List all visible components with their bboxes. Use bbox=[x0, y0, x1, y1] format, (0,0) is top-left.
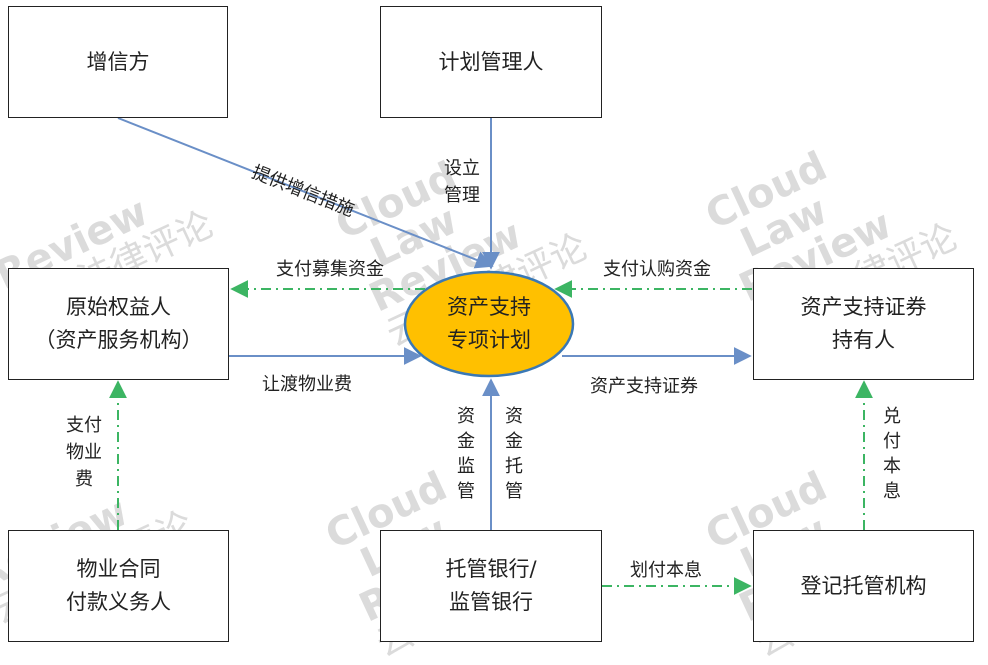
label-fund-custody: 资金托管 bbox=[505, 406, 523, 502]
label-pay-raised-funds: 支付募集资金 bbox=[276, 259, 384, 280]
node-holder: 资产支持证券 持有人 bbox=[753, 268, 974, 380]
spv-ellipse bbox=[403, 270, 575, 378]
label-redeem-principal-interest: 兑付本息 bbox=[883, 406, 901, 502]
label-fund-supervision: 资金监管 bbox=[457, 406, 475, 502]
label-transfer-fee: 让渡物业费 bbox=[262, 374, 352, 395]
node-guarantor: 增信方 bbox=[8, 6, 228, 118]
label-establish-manage: 设立 管理 bbox=[444, 158, 480, 206]
node-registrar: 登记托管机构 bbox=[753, 530, 974, 642]
label-transfer-principal-interest: 划付本息 bbox=[630, 560, 702, 581]
node-custodian-bank: 托管银行/ 监管银行 bbox=[380, 530, 602, 642]
node-obligor: 物业合同 付款义务人 bbox=[8, 530, 229, 642]
node-spv: 资产支持 专项计划 bbox=[447, 295, 531, 352]
label-pay-subscription: 支付认购资金 bbox=[603, 259, 711, 280]
label-abs-securities: 资产支持证券 bbox=[590, 376, 698, 397]
arrow-credit-enhancement bbox=[117, 117, 494, 269]
node-plan-manager: 计划管理人 bbox=[380, 6, 602, 118]
node-originator: 原始权益人 （资产服务机构） bbox=[8, 268, 229, 380]
label-pay-property-fee: 支付 物业 费 bbox=[66, 415, 102, 490]
